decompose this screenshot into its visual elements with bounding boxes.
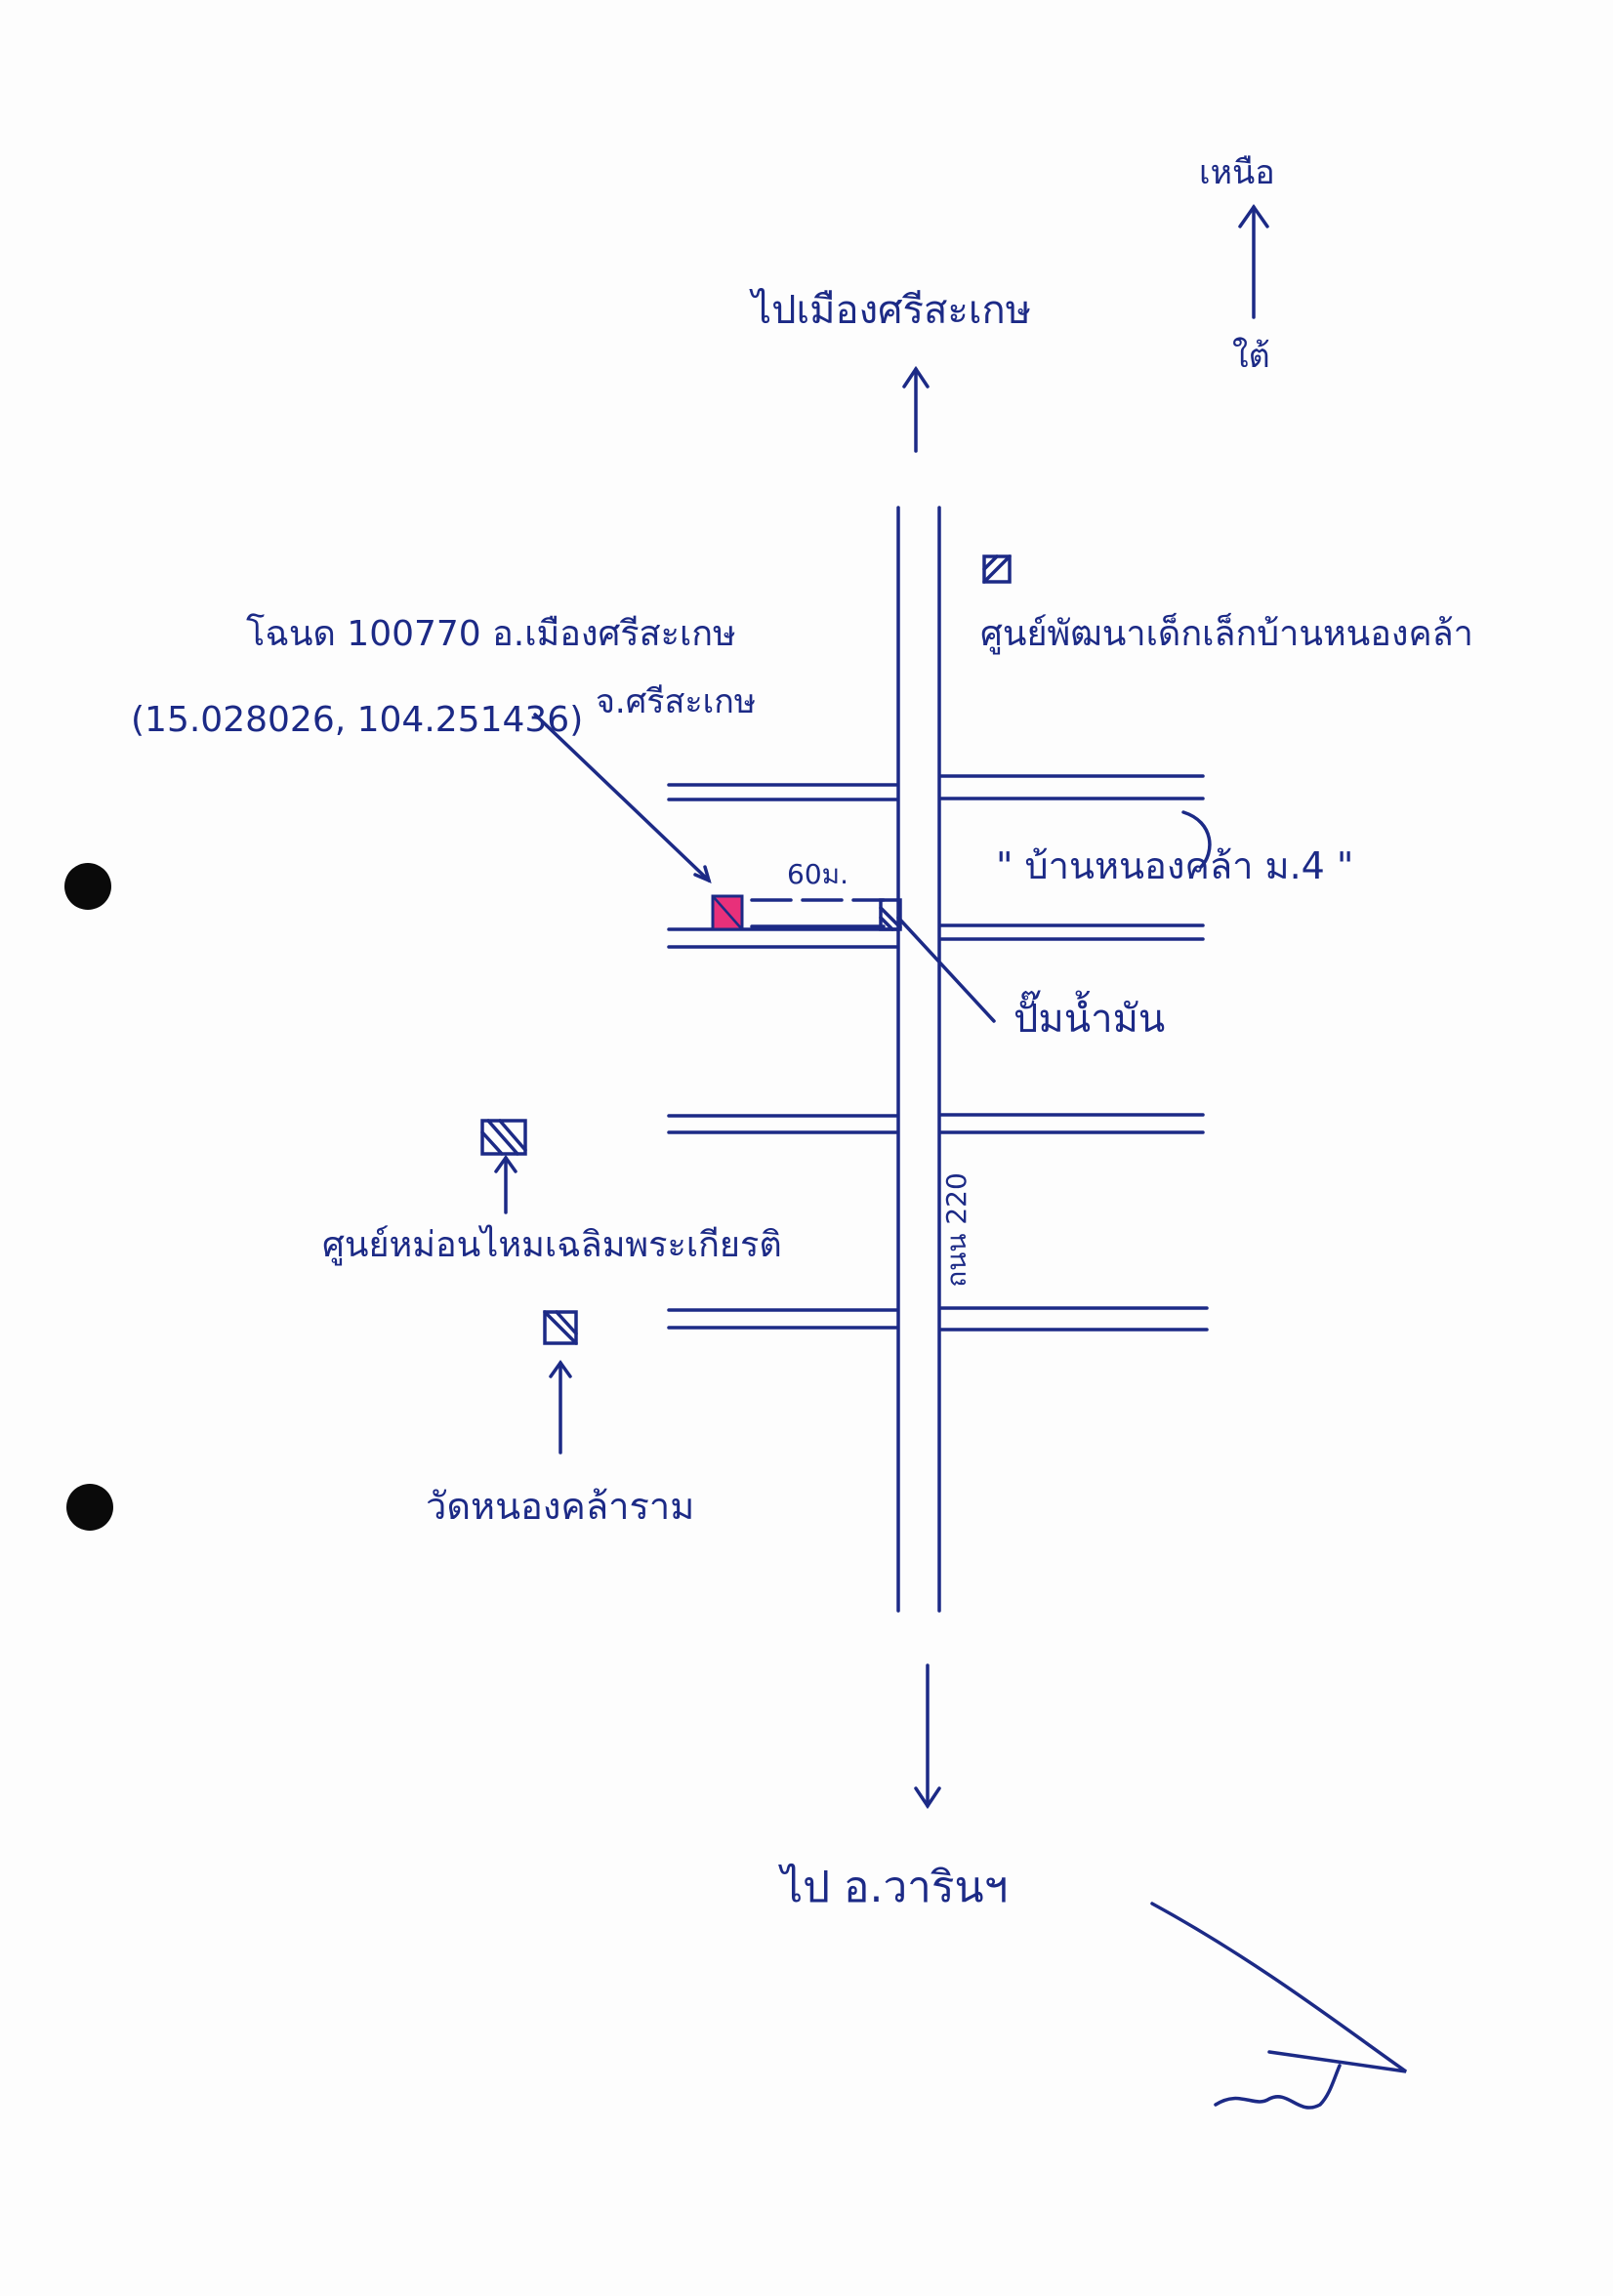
- hatched-landmark-icon: [480, 1119, 527, 1156]
- highway-label: ถนน 220: [939, 1172, 972, 1288]
- parcel-pointer: [533, 713, 711, 882]
- hatched-landmark-icon: [879, 898, 902, 931]
- punch-hole-top: [64, 863, 111, 910]
- north-label: เหนือ: [1199, 153, 1275, 192]
- location-line1: โฉนด 100770 อ.เมืองศรีสะเกษ: [246, 614, 736, 654]
- south-word-label: ใต้: [1232, 337, 1270, 376]
- gas-station-pointer: [896, 916, 996, 1023]
- distance-label: 60ม.: [787, 858, 848, 890]
- hatched-landmark-icon: [543, 1310, 578, 1345]
- hatched-landmark-icon: [982, 554, 1012, 584]
- location-line2: จ.ศรีสะเกษ: [596, 682, 757, 721]
- village-label: " บ้านหนองคล้า ม.4 ": [996, 844, 1354, 887]
- punch-hole-bottom: [66, 1484, 113, 1531]
- signature-mark: [1150, 1902, 1408, 2110]
- to-district-label: ไป อ.วารินฯ: [781, 1863, 1009, 1912]
- village-bracket: [1181, 810, 1212, 869]
- center-label: ศูนย์พัฒนาเด็กเล็กบ้านหนองคล้า: [980, 614, 1473, 654]
- temple-label: วัดหนองคล้าราม: [426, 1485, 695, 1528]
- gas-station-label: ปั๊มน้ำมัน: [1013, 997, 1166, 1042]
- to-city-label: ไปเมืองศรีสะเกษ: [752, 288, 1032, 333]
- shop-label: ศูนย์หม่อนไหมเฉลิมพระเกียรติ: [322, 1225, 782, 1265]
- coordinates-label: (15.028026, 104.251436): [131, 700, 584, 740]
